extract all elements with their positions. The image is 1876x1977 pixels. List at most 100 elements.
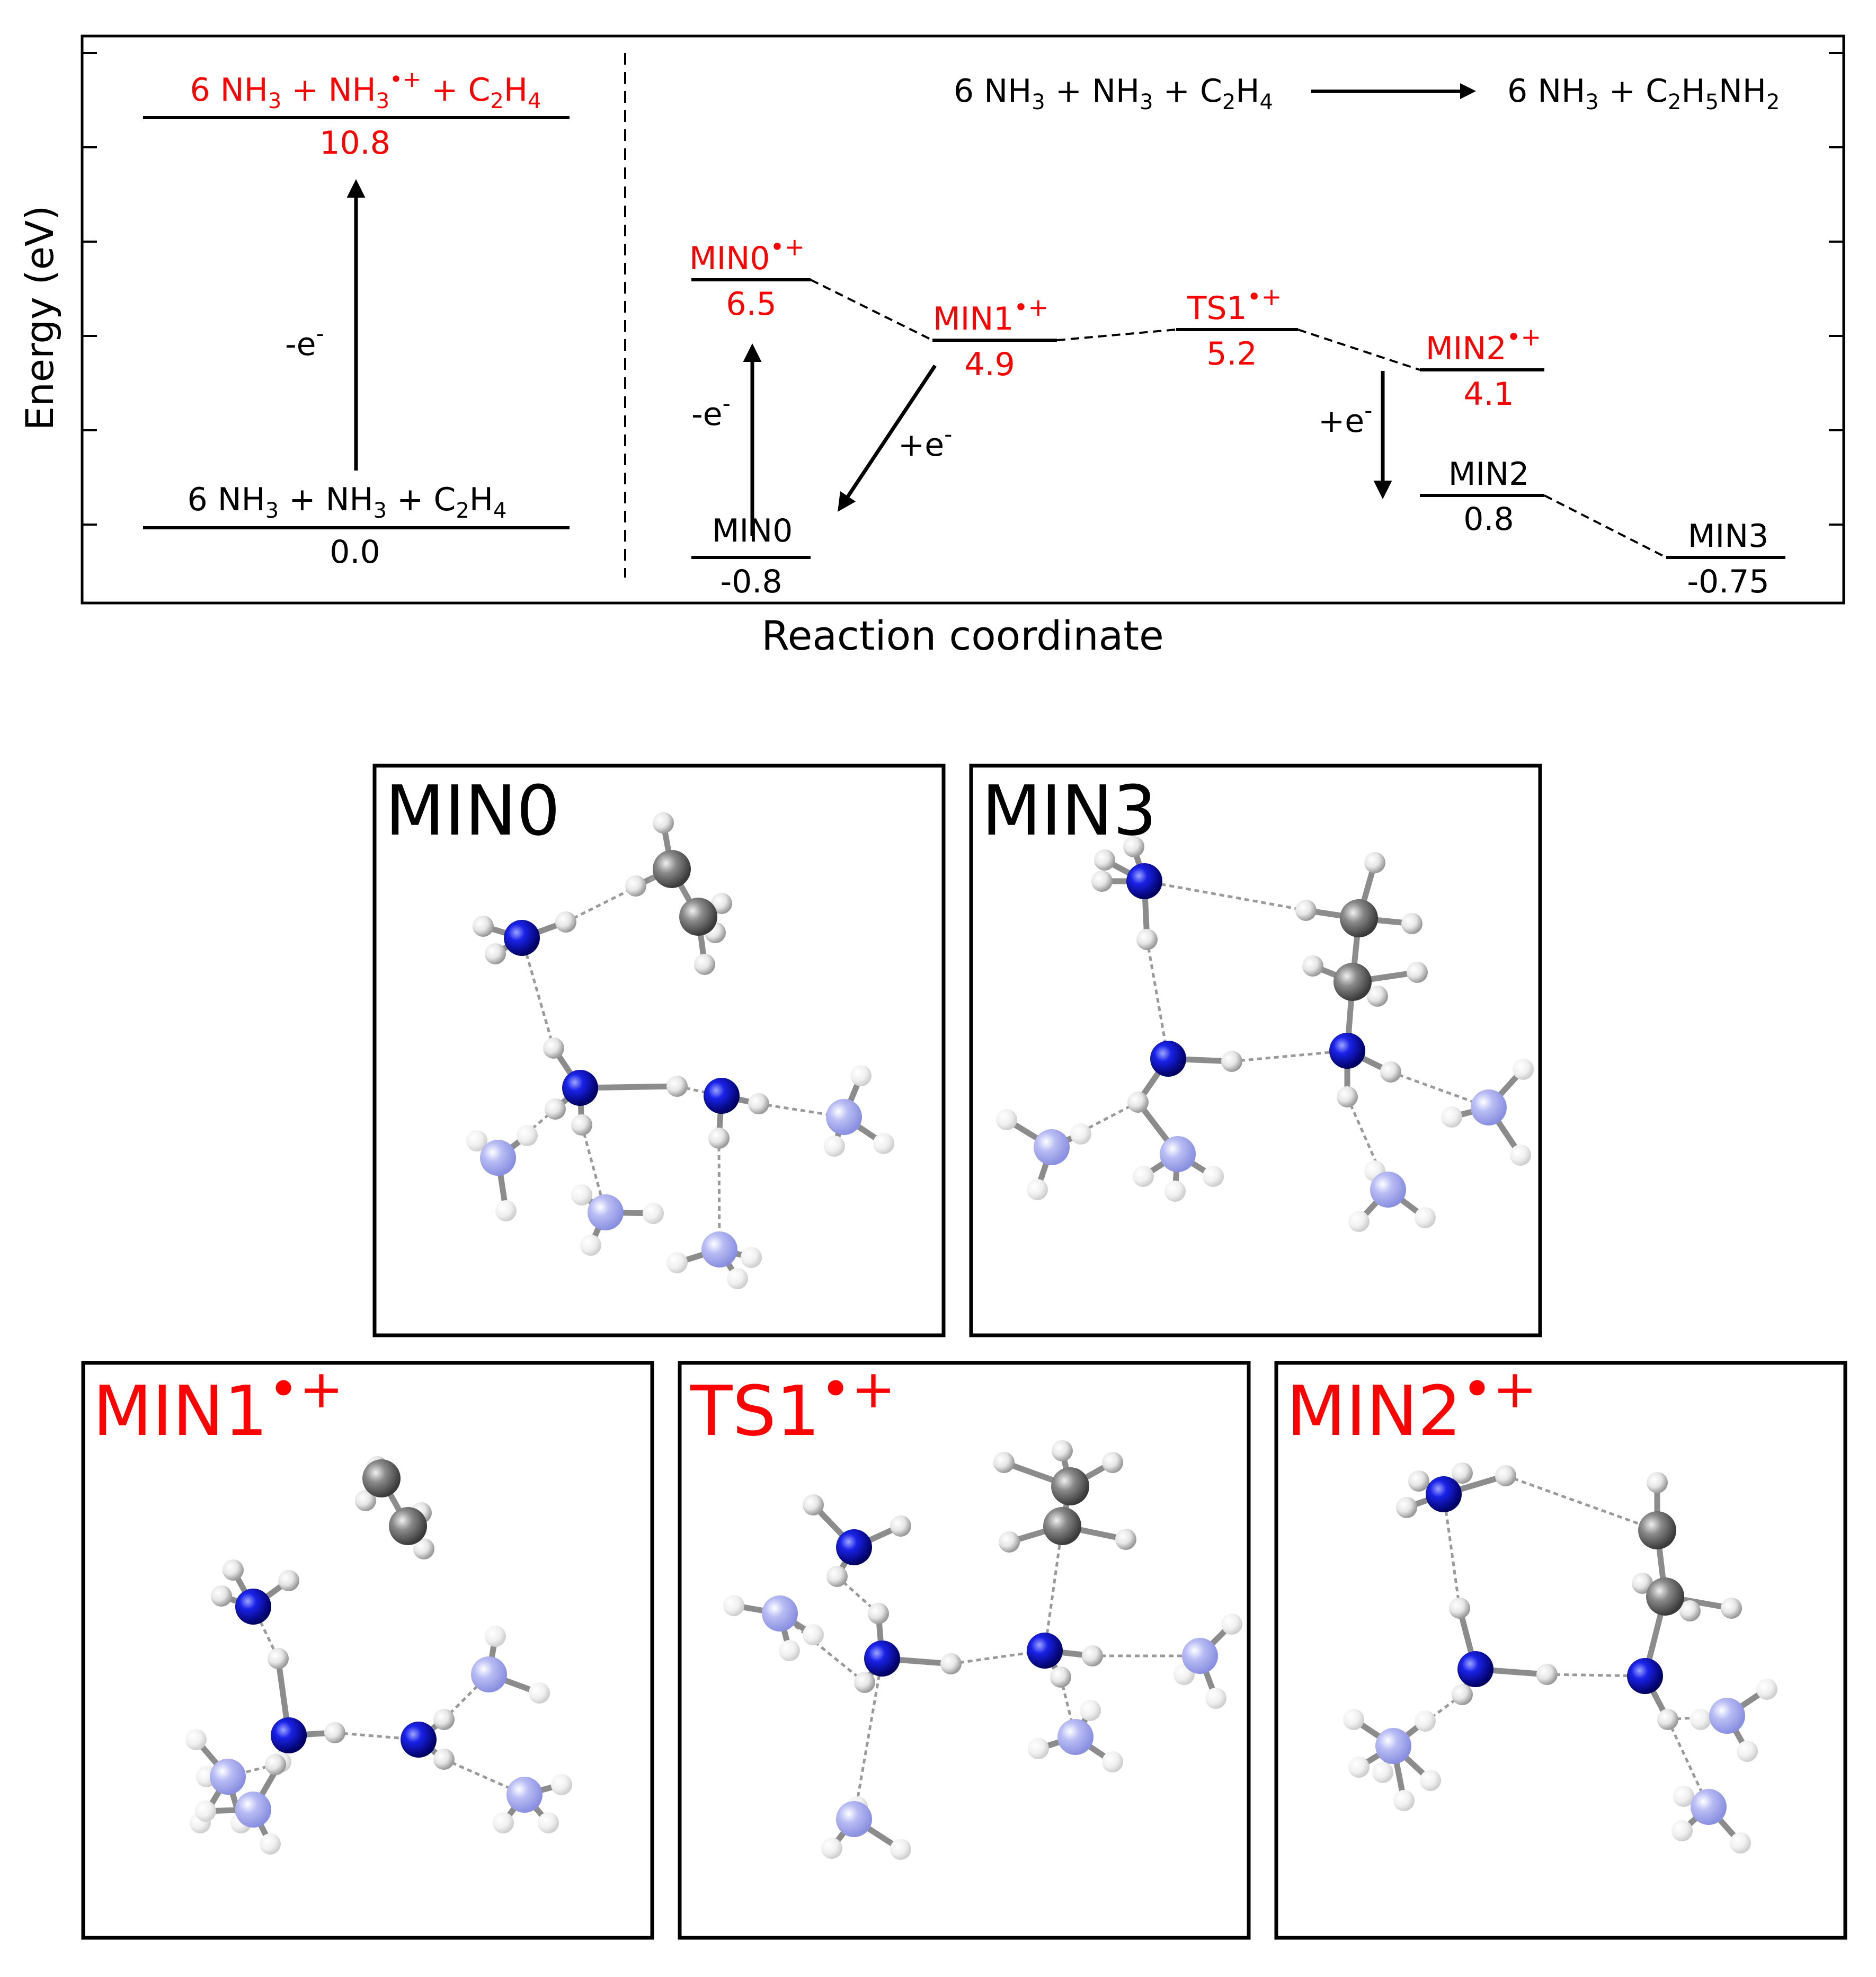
pathway-connectors: [810, 279, 1667, 558]
ionized-reactants-label: 6 NH3 + NH3•+ + C2H4: [190, 66, 541, 113]
carbon-atom: [1051, 1467, 1089, 1505]
hydrogen-atom-faded: [1673, 1786, 1694, 1807]
hydrogen-atom-faded: [1205, 1688, 1226, 1709]
hydrogen-atom: [826, 1566, 848, 1587]
hydrogen-bond: [779, 1612, 866, 1683]
hydrogen-atom: [890, 1515, 911, 1537]
carbon-atom: [1043, 1507, 1081, 1545]
nitrogen-atom: [235, 1589, 271, 1625]
hydrogen-atom: [1407, 962, 1428, 983]
panel-frame-min2-cation: [1274, 1361, 1847, 1940]
hydrogen-atom-faded: [821, 1838, 842, 1859]
hydrogen-atom-faded: [495, 1200, 517, 1221]
nitrogen-atom-faded: [826, 1099, 862, 1135]
hydrogen-atom-faded: [195, 1801, 216, 1822]
hydrogen-atom: [1367, 986, 1388, 1007]
neutralize-min2-arrow-label: +e-: [1318, 397, 1372, 440]
hydrogen-atom: [571, 1114, 592, 1136]
nitrogen-atom-faded: [1160, 1136, 1196, 1172]
panel-frame-min1-cation: [81, 1361, 654, 1940]
hydrogen-atom: [854, 1672, 875, 1693]
hydrogen-atom: [1123, 836, 1144, 857]
hydrogen-atom: [278, 1570, 299, 1591]
hydrogen-atom: [711, 893, 732, 914]
hydrogen-bond: [852, 1658, 884, 1820]
nitrogen-atom: [1457, 1651, 1493, 1687]
nitrogen-atom-faded: [836, 1801, 872, 1837]
molecule-min1-cation: [185, 1456, 572, 1855]
carbon-atom: [679, 898, 717, 936]
hydrogen-atom: [666, 1076, 688, 1097]
nitrogen-atom: [504, 920, 540, 956]
hydrogen-atom: [694, 954, 715, 975]
hydrogen-atom-faded: [260, 1833, 281, 1855]
hydrogen-atom-faded: [1203, 1166, 1224, 1187]
hydrogen-atom: [1721, 1598, 1742, 1619]
hydrogen-atom: [708, 1128, 730, 1149]
reaction-reactants: 6 NH3 + NH3 + C2H4: [954, 73, 1273, 114]
hydrogen-atom: [485, 943, 506, 964]
hydrogen-atom-faded: [1080, 1700, 1101, 1721]
electron-transfer-arrows: [743, 343, 1392, 536]
carbon-atom: [1333, 963, 1372, 1001]
neutralize-min1-arrow-label: +e-: [898, 421, 952, 464]
label-min3: MIN3: [1688, 518, 1769, 555]
molecule-min3: [996, 836, 1534, 1232]
y-axis-ticks: [82, 52, 1844, 526]
hydrogen-atom: [433, 1749, 455, 1770]
hydrogen-atom: [940, 1653, 962, 1674]
hydrogen-atom-faded: [493, 1812, 514, 1833]
panel-frame-ts1-cation: [678, 1361, 1251, 1940]
nitrogen-atom: [401, 1722, 437, 1758]
hydrogen-atom: [1536, 1664, 1558, 1685]
hydrogen-atom-faded: [1133, 1166, 1154, 1187]
value-min1-cation: 4.9: [964, 346, 1015, 383]
overall-reaction: 6 NH3 + NH3 + C2H4 6 NH3 + C2H5NH2: [954, 73, 1780, 114]
panel-frame-min3: [969, 764, 1542, 1337]
hydrogen-atom-faded: [1420, 1770, 1441, 1791]
hydrogen-atom: [1452, 1684, 1473, 1705]
hydrogen-atom-faded: [1372, 1762, 1393, 1783]
hydrogen-atom-faded: [1510, 1145, 1531, 1166]
panel-title-min3: MIN3: [982, 770, 1157, 851]
nitrogen-atom: [704, 1078, 740, 1114]
hydrogen-atom: [1052, 1440, 1073, 1461]
level-ionized-reactants-value: 10.8: [319, 125, 390, 162]
hydrogen-atom: [748, 1093, 769, 1114]
hydrogen-atom: [999, 1531, 1020, 1553]
nitrogen-atom: [836, 1529, 872, 1565]
hydrogen-atom: [1302, 955, 1323, 977]
hydrogen-atom: [545, 1098, 566, 1120]
state-labels: MIN0•+ 6.5 MIN1•+ 4.9 TS1•+ 5.2 MIN2•+ 4…: [689, 233, 1770, 600]
hydrogen-atom: [473, 916, 494, 937]
nitrogen-atom: [1426, 1476, 1462, 1512]
nitrogen-atom-faded: [235, 1792, 271, 1828]
molecule-min0: [466, 812, 894, 1289]
hydrogen-atom-faded: [723, 1595, 744, 1616]
hydrogen-atom: [625, 875, 646, 897]
hydrogen-atom: [1452, 1462, 1473, 1484]
plot-frame: [81, 34, 1845, 605]
hydrogen-atom-faded: [185, 1729, 207, 1750]
hydrogen-atom-faded: [1343, 1709, 1364, 1730]
value-ts1-cation: 5.2: [1206, 335, 1257, 373]
hydrogen-atom: [324, 1722, 345, 1743]
hydrogen-atom: [653, 812, 674, 834]
label-min0: MIN0: [712, 512, 793, 549]
carbon-atom: [1340, 899, 1378, 937]
hydrogen-atom-faded: [538, 1812, 559, 1833]
hydrogen-atom: [1295, 900, 1317, 921]
hydrogen-bond: [1043, 1526, 1064, 1651]
hydrogen-atom: [1632, 1573, 1653, 1594]
hydrogen-atom-faded: [824, 1136, 845, 1157]
value-min0: -0.8: [720, 563, 782, 600]
hydrogen-atom: [1127, 1092, 1149, 1113]
hydrogen-atom-faded: [996, 1109, 1017, 1130]
hydrogen-atom-faded: [485, 1626, 506, 1647]
nitrogen-atom: [1627, 1658, 1663, 1694]
hydrogen-atom-faded: [779, 1640, 800, 1661]
hydrogen-bond: [1145, 939, 1170, 1059]
hydrogen-atom-faded: [1730, 1832, 1751, 1854]
carbon-atom: [389, 1507, 427, 1545]
nitrogen-atom-faded: [1182, 1638, 1218, 1674]
